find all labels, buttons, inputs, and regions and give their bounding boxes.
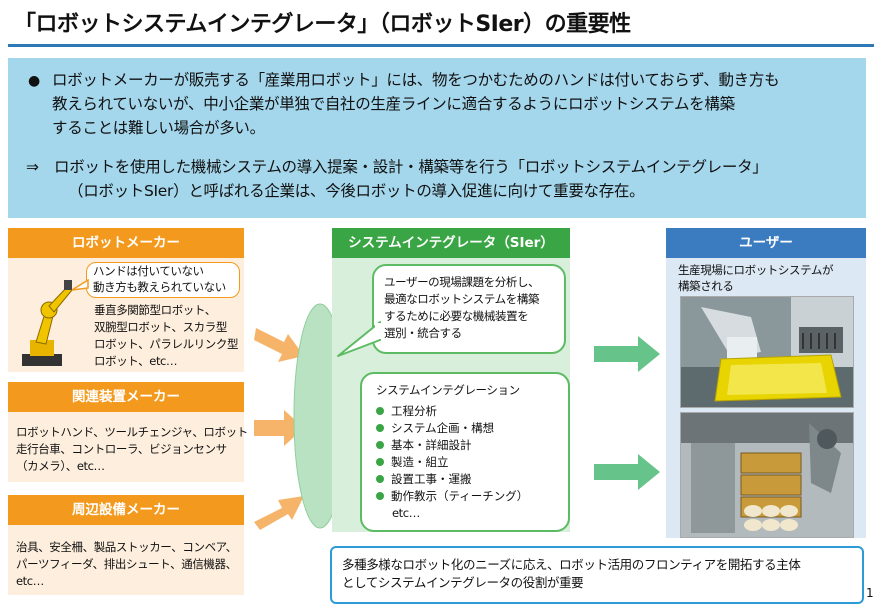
arrow-from-peripheral-maker: [254, 496, 304, 530]
integration-item: 工程分析: [376, 403, 437, 420]
no-hand-callout: ハンドは付いていない 動き方も教えられていない: [86, 262, 240, 298]
production-line-photo-1: [680, 296, 854, 408]
peripheral-maker-header: 周辺設備メーカー: [8, 495, 244, 525]
role-line-2: 最適なロボットシステムを構築: [384, 292, 540, 306]
related-maker-panel: ロボットハンド、ツールチェンジャ、ロボット 走行台車、コントローラ、ビジョンセン…: [8, 412, 248, 482]
robot-type-line-4: ロボット、etc…: [94, 354, 178, 368]
input-arrows: [254, 328, 304, 530]
integration-bubble: システムインテグレーション 工程分析 システム企画・構想 基本・詳細設計 製造・…: [360, 372, 570, 532]
industrial-robot-icon: [22, 280, 73, 366]
conveyor-trays-image: [681, 413, 853, 537]
implication-arrow: ⇒: [26, 158, 39, 176]
integration-item: 設置工事・運搬: [376, 471, 472, 488]
robot-maker-header: ロボットメーカー: [8, 228, 244, 258]
role-line-3: するために必要な機械装置を: [384, 309, 529, 323]
role-line-4: 選別・統合する: [384, 326, 462, 340]
bullet-dot: ●: [28, 73, 41, 89]
related-maker-header: 関連装置メーカー: [8, 382, 244, 412]
related-line-2: 走行台車、コントローラ、ビジョンセンサ: [16, 442, 227, 456]
sier-role-bubble: ユーザーの現場課題を分析し、 最適なロボットシステムを構築 するために必要な機械…: [372, 264, 566, 354]
output-arrows: [594, 336, 660, 490]
callout-line-1: ハンドは付いていない: [93, 264, 204, 278]
peripheral-line-2: パーツフィーダ、排出シュート、通信機器、: [16, 557, 237, 571]
peripheral-maker-panel: 治具、安全柵、製品ストッカー、コンベア、 パーツフィーダ、排出シュート、通信機器…: [8, 525, 244, 595]
related-line-1: ロボットハンド、ツールチェンジャ、ロボット: [16, 425, 248, 439]
user-header: ユーザー: [666, 228, 866, 258]
arrow-to-user-2: [594, 454, 660, 490]
user-caption-line-1: 生産現場にロボットシステムが: [678, 263, 834, 277]
callout-line-2: 動き方も教えられていない: [93, 280, 226, 294]
peripheral-line-1: 治具、安全柵、製品ストッカー、コンベア、: [16, 540, 237, 554]
integration-item: 基本・詳細設計: [376, 437, 472, 454]
summary-line-1: ロボットメーカーが販売する「産業用ロボット」には、物をつかむためのハンドは付いて…: [52, 71, 780, 89]
summary-box: ● ロボットメーカーが販売する「産業用ロボット」には、物をつかむためのハンドは付…: [8, 58, 866, 218]
role-line-1: ユーザーの現場課題を分析し、: [384, 275, 540, 289]
production-line-photo-2: [680, 412, 854, 538]
integration-title: システムインテグレーション: [376, 383, 520, 397]
summary-line-4: ロボットを使用した機械システムの導入提案・設計・構築等を行う「ロボットシステムイ…: [54, 158, 768, 176]
integration-item: 製造・組立: [376, 454, 449, 471]
robot-maker-panel: ハンドは付いていない 動き方も教えられていない 垂直多関節型ロボット、 双腕型ロ…: [8, 258, 244, 372]
arrow-to-user-1: [594, 336, 660, 372]
robot-type-line-1: 垂直多関節型ロボット、: [94, 303, 216, 317]
title-underline: [8, 44, 874, 47]
summary-line-2: 教えられていないが、中小企業が単独で自社の生産ラインに適合するようにロボットシス…: [52, 95, 735, 113]
sier-header: システムインテグレータ（SIer）: [332, 228, 570, 258]
related-line-3: （カメラ）、etc…: [16, 459, 105, 473]
page-number: 1: [866, 586, 874, 600]
summary-line-5: （ロボットSIer）と呼ばれる企業は、今後ロボットの導入促進に向けて重要な存在。: [68, 182, 645, 200]
user-caption-line-2: 構築される: [678, 279, 734, 293]
peripheral-line-3: etc…: [16, 574, 44, 588]
robot-picking-image: [681, 297, 853, 407]
integration-item: システム企画・構想: [376, 420, 494, 437]
summary-line-3: することは難しい場合が多い。: [52, 119, 265, 137]
page-title: 「ロボットシステムインテグレータ」（ロボットSIer）の重要性: [14, 12, 631, 37]
callout-pointer: [71, 278, 89, 291]
role-bubble-pointer: [337, 321, 382, 357]
conclusion-line-1: 多種多様なロボット化のニーズに応え、ロボット活用のフロンティアを開拓する主体: [342, 557, 801, 572]
robot-type-line-3: ロボット、パラレルリンク型: [94, 337, 239, 351]
conclusion-line-2: としてシステムインテグレータの役割が重要: [342, 575, 584, 590]
conclusion-box: 多種多様なロボット化のニーズに応え、ロボット活用のフロンティアを開拓する主体 と…: [330, 546, 864, 604]
robot-type-line-2: 双腕型ロボット、スカラ型: [94, 320, 227, 334]
arrow-from-related-maker: [254, 410, 304, 446]
arrow-from-robot-maker: [254, 328, 304, 362]
integration-item: 動作教示（ティーチング）: [376, 488, 528, 505]
integration-etc: etc…: [392, 506, 420, 520]
